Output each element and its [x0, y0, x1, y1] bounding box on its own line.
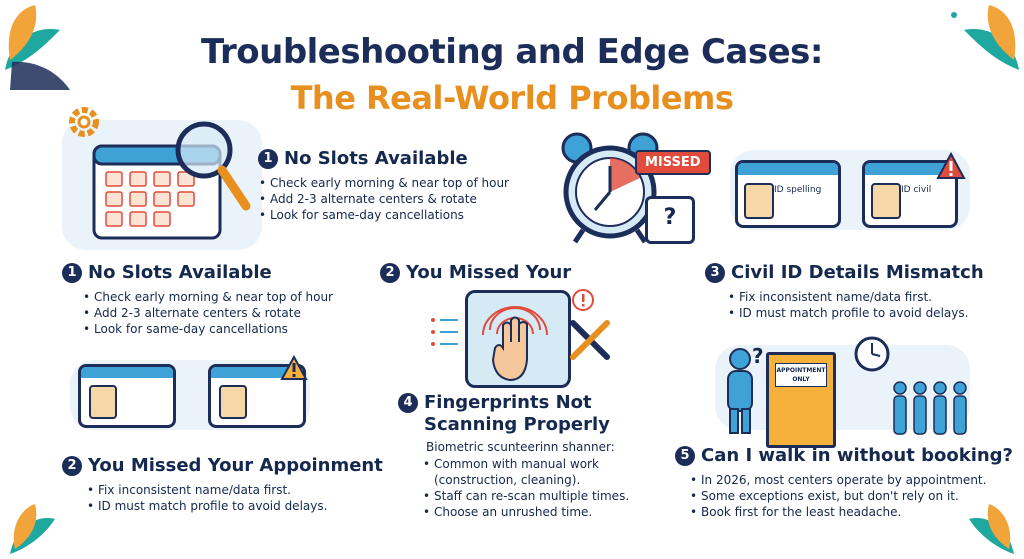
- bullet-list: Fix inconsistent name/data first. ID mus…: [727, 289, 984, 321]
- page-title: Troubleshooting and Edge Cases:: [201, 32, 823, 72]
- bullet-list: In 2026, most centers operate by appoint…: [689, 472, 1013, 520]
- door-sign-line1: APPOINTMENT: [776, 367, 826, 374]
- bullet-list: Common with manual work (construction, c…: [422, 456, 629, 520]
- list-item: Fix inconsistent name/data first.: [86, 482, 383, 498]
- step-number: 1: [62, 263, 82, 283]
- section-heading: You Missed Your: [406, 262, 572, 283]
- list-item: Look for same-day cancellations: [82, 321, 333, 337]
- list-item: Add 2-3 alternate centers & rotate: [82, 305, 333, 321]
- step-number: 3: [705, 263, 725, 283]
- id-card-label: ID civil: [901, 185, 932, 195]
- list-item: Check early morning & near top of hour: [82, 289, 333, 305]
- slots-section: 1 No Slots Available Check early morning …: [62, 262, 333, 337]
- section-heading-line2: Scanning Properly: [424, 414, 610, 435]
- calendar-question-icon: ?: [645, 196, 695, 244]
- wrench-screwdriver-icon: [570, 320, 610, 360]
- fingerprint-icon: [482, 306, 548, 382]
- list-item: Add 2-3 alternate centers & rotate: [258, 191, 509, 207]
- list-item: Some exceptions exist, but don't rely on…: [689, 488, 1013, 504]
- door-sign-line2: ONLY: [792, 376, 810, 383]
- missed-tag: MISSED: [635, 150, 711, 175]
- step-number: 2: [380, 263, 400, 283]
- page-subtitle: The Real-World Problems: [290, 79, 734, 117]
- civil-id-section: 3 Civil ID Details Mismatch Fix inconsist…: [705, 262, 984, 321]
- warning-icon: [936, 151, 966, 179]
- wall-clock-icon: [854, 336, 890, 372]
- alert-dots-icon: [431, 318, 458, 346]
- list-item: ID must match profile to avoid delays.: [86, 498, 383, 514]
- person-icon: [727, 348, 753, 434]
- section-heading: You Missed Your Appoinment: [88, 455, 383, 476]
- step-number: 2: [62, 456, 82, 476]
- door-illustration-bg: [715, 345, 970, 430]
- gear-icon: [69, 107, 99, 137]
- step-number: 4: [398, 393, 418, 413]
- id-card-icon: ID civil: [862, 160, 958, 228]
- section-heading: Can I walk in without booking?: [701, 445, 1014, 466]
- person-question: ?: [752, 344, 764, 368]
- list-item: In 2026, most centers operate by appoint…: [689, 472, 1013, 488]
- leaf-decoration-icon: [951, 5, 1019, 70]
- list-item: Common with manual work: [422, 456, 629, 472]
- id-card-icon: [208, 364, 306, 428]
- queue-people-icon: [893, 381, 967, 435]
- top-slots-section: 1 No Slots Available Check early morning …: [258, 148, 509, 223]
- bullet-list: Check early morning & near top of hour A…: [258, 175, 509, 223]
- warning-icon: [280, 354, 308, 380]
- section-heading-line1: Fingerprints Not: [424, 392, 592, 413]
- leaf-decoration-icon: [10, 504, 55, 554]
- step-number: 5: [675, 446, 695, 466]
- list-item: ID must match profile to avoid delays.: [727, 305, 984, 321]
- fingerprints-section: 4 Fingerprints Not Scanning Properly Biom…: [398, 392, 629, 520]
- walkin-section: 5 Can I walk in without booking? In 2026,…: [675, 445, 1013, 520]
- step-number: 1: [258, 149, 278, 169]
- section-heading: Civil ID Details Mismatch: [731, 262, 984, 283]
- list-item: Book first for the least headache.: [689, 504, 1013, 520]
- door-icon: APPOINTMENT ONLY: [766, 352, 836, 448]
- id-card-icon: ID spelling: [735, 160, 841, 228]
- section-heading: No Slots Available: [284, 148, 468, 169]
- list-item: Look for same-day cancellations: [258, 207, 509, 223]
- list-item-continuation: (construction, cleaning).: [434, 473, 581, 487]
- leaf-decoration-icon: [5, 5, 70, 90]
- magnifier-icon: [175, 121, 251, 211]
- list-item: (construction, cleaning).: [422, 472, 629, 488]
- id-card-label: ID spelling: [774, 185, 822, 195]
- list-item: Choose an unrushed time.: [422, 504, 629, 520]
- missed-section: 2 You Missed Your: [380, 262, 571, 283]
- warning-icon: [572, 289, 594, 311]
- bullet-list: Check early morning & near top of hour A…: [82, 289, 333, 337]
- list-item: Check early morning & near top of hour: [258, 175, 509, 191]
- id-card-icon: [78, 364, 176, 428]
- alarm-clock-icon: [561, 132, 659, 244]
- section-description: Biometric scunteerinn shanner:: [426, 440, 615, 454]
- section-heading: No Slots Available: [88, 262, 272, 283]
- list-item: Fix inconsistent name/data first.: [727, 289, 984, 305]
- bullet-list: Fix inconsistent name/data first. ID mus…: [86, 482, 383, 514]
- list-item: Staff can re-scan multiple times.: [422, 488, 629, 504]
- appointment-section: 2 You Missed Your Appoinment Fix inconsis…: [62, 455, 383, 514]
